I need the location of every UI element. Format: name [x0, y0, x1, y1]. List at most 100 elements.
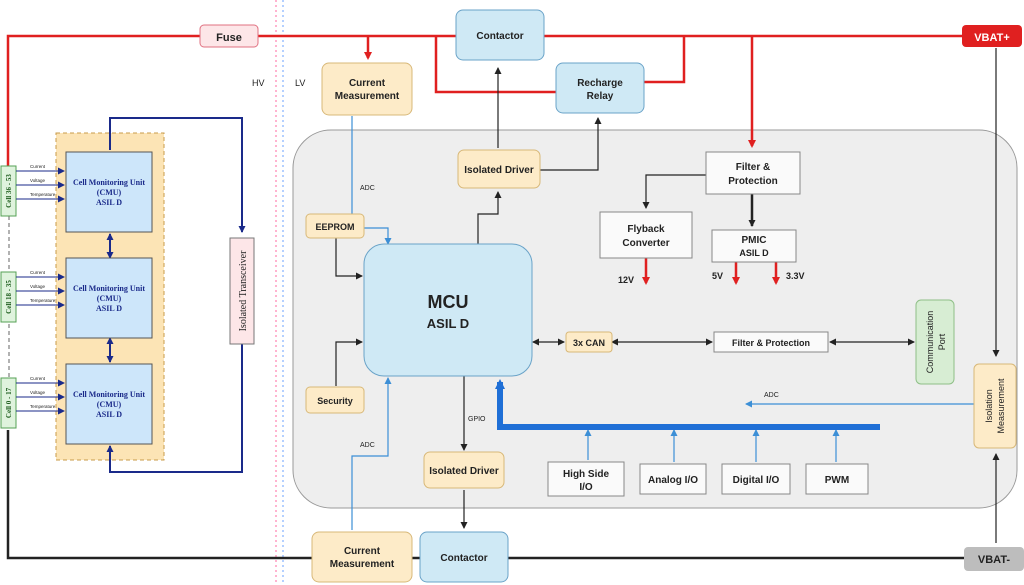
- cell-group-box: [0, 165, 17, 217]
- io-bus: [495, 379, 880, 430]
- vbat-plus-label: VBAT+: [974, 32, 1010, 44]
- communication-port-box: [915, 299, 955, 385]
- cmu-box: [65, 363, 153, 445]
- cmu-stack: Cell 36 - 53CurrentVoltageTemperatureCel…: [0, 151, 153, 445]
- eeprom-box: [305, 213, 365, 239]
- security-label: Security: [317, 396, 353, 406]
- adc-right-label: ADC: [764, 392, 779, 399]
- cell-group-label: Cell 0 - 17: [5, 387, 13, 418]
- isolated-driver-top-box: [457, 149, 541, 189]
- filter-to-flyback-arrow: [642, 174, 706, 209]
- driver-to-relay-arrow: [540, 117, 602, 171]
- vbat-minus-label: VBAT-: [978, 554, 1011, 566]
- contactor-bottom-box: [419, 531, 509, 583]
- isolation-measurement-box: [973, 363, 1017, 449]
- can-box: [565, 331, 613, 353]
- filter-protection-top-box: [705, 151, 801, 195]
- cmu-input-label: Current: [30, 376, 46, 381]
- isolated-transceiver-box: [229, 237, 255, 345]
- pwm-label: PWM: [825, 475, 849, 486]
- security-to-mcu-arrow: [335, 338, 363, 386]
- cmu-title-line: ASIL D: [96, 198, 122, 207]
- daisy-chain-bottom: [106, 344, 243, 473]
- cmu-title-line: ASIL D: [96, 304, 122, 313]
- analog-io-box: [639, 463, 707, 495]
- current-measurement-top-box: [321, 62, 413, 116]
- cmu-box: [65, 257, 153, 339]
- cmu-title-line: ASIL D: [96, 410, 122, 419]
- pmic-label-2: ASIL D: [739, 248, 769, 258]
- high-side-io-label-1: High Side: [563, 469, 610, 480]
- filter-protection-mid-box: [713, 331, 829, 353]
- recharge-relay-box: [555, 62, 645, 114]
- cmu-input-label: Current: [30, 164, 46, 169]
- mcu-box: [363, 243, 533, 377]
- cell-group-label: Cell 36 - 53: [5, 174, 13, 208]
- mcu-subtitle: ASIL D: [427, 316, 469, 331]
- cmu-input-label: Temperature: [30, 192, 56, 197]
- analog-io-label: Analog I/O: [648, 475, 698, 486]
- cell-group-box: [0, 377, 17, 429]
- hv-positive-rail: [6, 34, 962, 285]
- high-side-io-box: [547, 461, 625, 497]
- cmu-unit: Cell 18 - 35CurrentVoltageTemperatureCel…: [0, 257, 153, 339]
- high-side-io-label-2: I/O: [579, 482, 593, 493]
- flyback-converter-box: [599, 211, 693, 259]
- digital-io-box: [721, 463, 791, 495]
- cmu-input-label: Voltage: [30, 178, 46, 183]
- comm-port-label-1: Communication: [925, 311, 935, 374]
- recharge-relay-label-1: Recharge: [577, 78, 623, 89]
- lv-label: LV: [295, 78, 305, 88]
- cmu-title-line: Cell Monitoring Unit: [73, 284, 145, 293]
- can-label: 3x CAN: [573, 338, 605, 348]
- current-measurement-bottom-box: [311, 531, 413, 583]
- label-3v3: 3.3V: [786, 271, 805, 281]
- current-measurement-bottom-label-2: Measurement: [330, 559, 395, 570]
- pmic-box: [711, 229, 797, 263]
- isolated-driver-bottom-box: [423, 451, 505, 489]
- adc-top-line: [351, 116, 392, 245]
- isolation-label-2: Measurement: [996, 378, 1006, 434]
- cmu-title-line: (CMU): [97, 188, 122, 197]
- isolated-transceiver-label: Isolated Transceiver: [238, 250, 249, 331]
- digital-io-label: Digital I/O: [733, 475, 780, 486]
- cmu-title-line: Cell Monitoring Unit: [73, 390, 145, 399]
- fuse-label: Fuse: [216, 32, 242, 44]
- security-box: [305, 386, 365, 414]
- label-5v: 5V: [712, 271, 723, 281]
- cmu-input-label: Temperature: [30, 298, 56, 303]
- mcu-to-driver-arrow: [477, 191, 502, 244]
- fuse-box: [199, 24, 259, 48]
- daisy-chain-top: [109, 117, 246, 233]
- eeprom-to-mcu-arrow: [335, 238, 363, 280]
- pmic-label-1: PMIC: [742, 235, 767, 246]
- adc-bottom-line: [351, 377, 392, 530]
- filter-protection-top-label-2: Protection: [728, 176, 777, 187]
- hv-label: HV: [252, 78, 265, 88]
- pwm-box: [805, 463, 869, 495]
- cmu-input-label: Voltage: [30, 390, 46, 395]
- cmu-title-line: Cell Monitoring Unit: [73, 178, 145, 187]
- contactor-top-box: [455, 9, 545, 61]
- contactor-top-label: Contactor: [476, 31, 523, 42]
- filter-protection-mid-label: Filter & Protection: [732, 338, 810, 348]
- cell-group-label: Cell 18 - 35: [5, 280, 13, 314]
- current-measurement-top-label-2: Measurement: [335, 91, 400, 102]
- recharge-relay-label-2: Relay: [587, 91, 614, 102]
- flyback-label-1: Flyback: [627, 224, 665, 235]
- adc-top-label: ADC: [360, 185, 375, 192]
- gpio-label: GPIO: [468, 416, 486, 423]
- hv-negative-rail: [6, 430, 964, 560]
- cmu-input-label: Voltage: [30, 284, 46, 289]
- cmu-title-line: (CMU): [97, 294, 122, 303]
- cmu-input-label: Temperature: [30, 404, 56, 409]
- comm-port-label-2: Port: [937, 333, 947, 350]
- isolation-label-1: Isolation: [984, 389, 994, 423]
- eeprom-label: EEPROM: [315, 222, 354, 232]
- cell-group-box: [0, 271, 17, 323]
- vbat-minus-terminal: [964, 547, 1024, 571]
- current-measurement-bottom-label-1: Current: [344, 546, 381, 557]
- cmu-box: [65, 151, 153, 233]
- isolated-driver-top-label: Isolated Driver: [464, 165, 534, 176]
